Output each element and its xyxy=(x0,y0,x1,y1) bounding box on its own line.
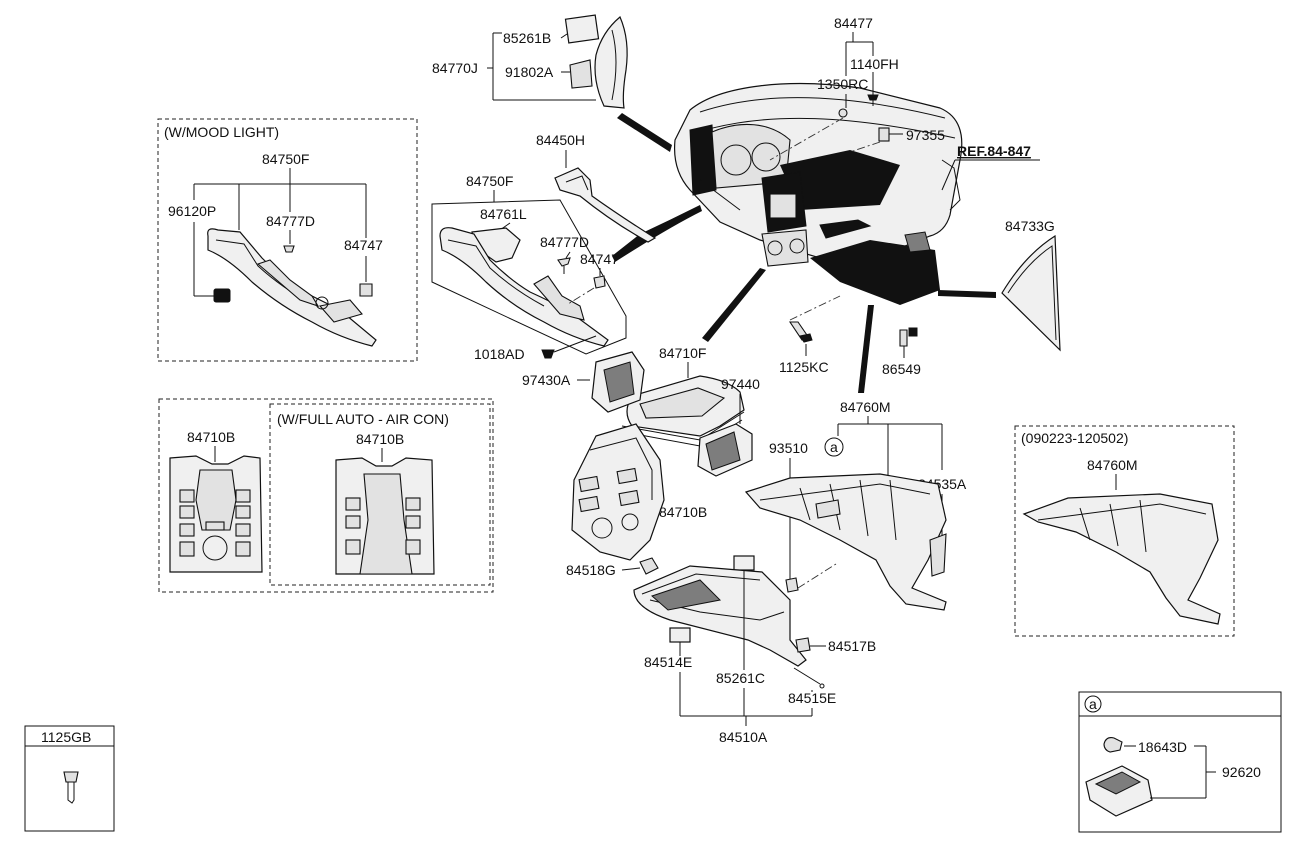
bolt-1125GB-box xyxy=(24,725,115,832)
label-84710F: 84710F xyxy=(659,345,706,361)
callout-a-box-marker: a xyxy=(1089,696,1097,712)
screw-84777D xyxy=(557,257,571,267)
mood-switch-block xyxy=(318,299,363,323)
date-range-box-title: (090223-120502) xyxy=(1021,430,1128,446)
bolt-1140FH xyxy=(867,94,879,101)
panel-frame-84750F xyxy=(533,275,585,321)
bumper-84518G xyxy=(639,557,659,575)
callout-a-marker xyxy=(824,437,844,457)
label-97355: 97355 xyxy=(906,127,945,143)
label-plate-84514E xyxy=(669,627,691,643)
label-84710B: 84710B xyxy=(659,504,707,520)
label-93510: 93510 xyxy=(769,440,808,456)
panel-mood-frame xyxy=(256,259,320,307)
garnish-84450H xyxy=(554,167,657,243)
mood-lamp-96120P xyxy=(213,288,231,303)
mood-light-box xyxy=(157,118,418,362)
glove-box-84510A xyxy=(633,565,807,667)
label-84733G: 84733G xyxy=(1005,218,1055,234)
label-1125GB: 1125GB xyxy=(41,729,91,745)
nut-1350RC xyxy=(838,108,848,118)
label-1140FH: 1140FH xyxy=(850,56,899,72)
label-86549: 86549 xyxy=(882,361,921,377)
callout-a-box xyxy=(1078,691,1282,833)
leader-wedge-84760M xyxy=(858,305,874,393)
callout-a-text: a xyxy=(830,439,838,455)
date-range-box xyxy=(1014,425,1235,637)
bulb-18643D xyxy=(1103,737,1123,753)
label-plate-85261C xyxy=(733,555,755,571)
bolt-1125GB xyxy=(63,771,79,783)
group-84750F-outline xyxy=(431,199,627,355)
label-84518G: 84518G xyxy=(566,562,616,578)
label-84777D: 84777D xyxy=(540,234,589,250)
latch-84517B xyxy=(795,637,811,653)
clip-1018AD xyxy=(541,349,555,359)
label-85261C: 85261C xyxy=(716,670,765,686)
label-84710B-aircon: 84710B xyxy=(356,431,404,447)
label-84750F: 84750F xyxy=(466,173,513,189)
label-96120P: 96120P xyxy=(168,203,216,219)
label-97440: 97440 xyxy=(721,376,760,392)
label-84747: 84747 xyxy=(580,251,619,267)
aircon-panel-box xyxy=(269,403,491,586)
label-85261B: 85261B xyxy=(503,30,551,46)
label-1125KC: 1125KC xyxy=(779,359,829,375)
label-1350RC: 1350RC xyxy=(817,76,868,92)
a-pillar-trim-84770J xyxy=(594,16,628,109)
rod-84515E xyxy=(793,667,821,685)
leader-wedge-84733G xyxy=(938,290,996,298)
label-84510A: 84510A xyxy=(719,729,768,745)
lower-panel-84750F xyxy=(439,227,609,347)
glove-box-housing-alt xyxy=(1022,493,1221,625)
bracket-97355 xyxy=(878,127,890,142)
ref-label: REF.84-847 xyxy=(957,143,1031,159)
leader-wedge-84770J xyxy=(617,113,672,152)
side-cover-84733G xyxy=(1001,234,1061,352)
label-97430A: 97430A xyxy=(522,372,571,388)
label-84750F-mood: 84750F xyxy=(262,151,309,167)
label-84760M-box: 84760M xyxy=(1087,457,1138,473)
mood-light-box-title: (W/MOOD LIGHT) xyxy=(164,124,279,140)
console-panel-box xyxy=(158,398,494,593)
label-84747-mood: 84747 xyxy=(344,237,383,253)
label-84760M: 84760M xyxy=(840,399,891,415)
label-1018AD: 1018AD xyxy=(474,346,525,362)
clip-91802A xyxy=(569,59,593,89)
label-84515E: 84515E xyxy=(788,690,836,706)
glove-box-housing-84760M xyxy=(744,473,947,611)
dashboard-crash-pad xyxy=(673,83,963,305)
leader-wedge-84450H xyxy=(612,205,702,262)
leader-wedge-84710F xyxy=(702,268,766,342)
label-84777D-mood: 84777D xyxy=(266,213,315,229)
label-18643D: 18643D xyxy=(1138,739,1187,755)
damper-84535A xyxy=(929,533,947,577)
label-84477: 84477 xyxy=(834,15,873,31)
clip-84747 xyxy=(593,275,606,289)
aircon-box-title: (W/FULL AUTO - AIR CON) xyxy=(277,411,449,427)
label-84710B-left: 84710B xyxy=(187,429,235,445)
label-84770J: 84770J xyxy=(432,60,478,76)
label-92620: 92620 xyxy=(1222,764,1261,780)
label-plate-85261B xyxy=(564,14,600,44)
label-91802A: 91802A xyxy=(505,64,554,80)
label-84514E: 84514E xyxy=(644,654,692,670)
center-panel-84710B xyxy=(571,423,665,561)
screw-84777D-mood xyxy=(283,245,295,253)
clip-84747-mood xyxy=(359,283,373,297)
bolt-86549 xyxy=(899,329,908,347)
label-84450H: 84450H xyxy=(536,132,585,148)
clip-93510 xyxy=(785,577,799,593)
label-84517B: 84517B xyxy=(828,638,876,654)
label-84761L: 84761L xyxy=(480,206,527,222)
